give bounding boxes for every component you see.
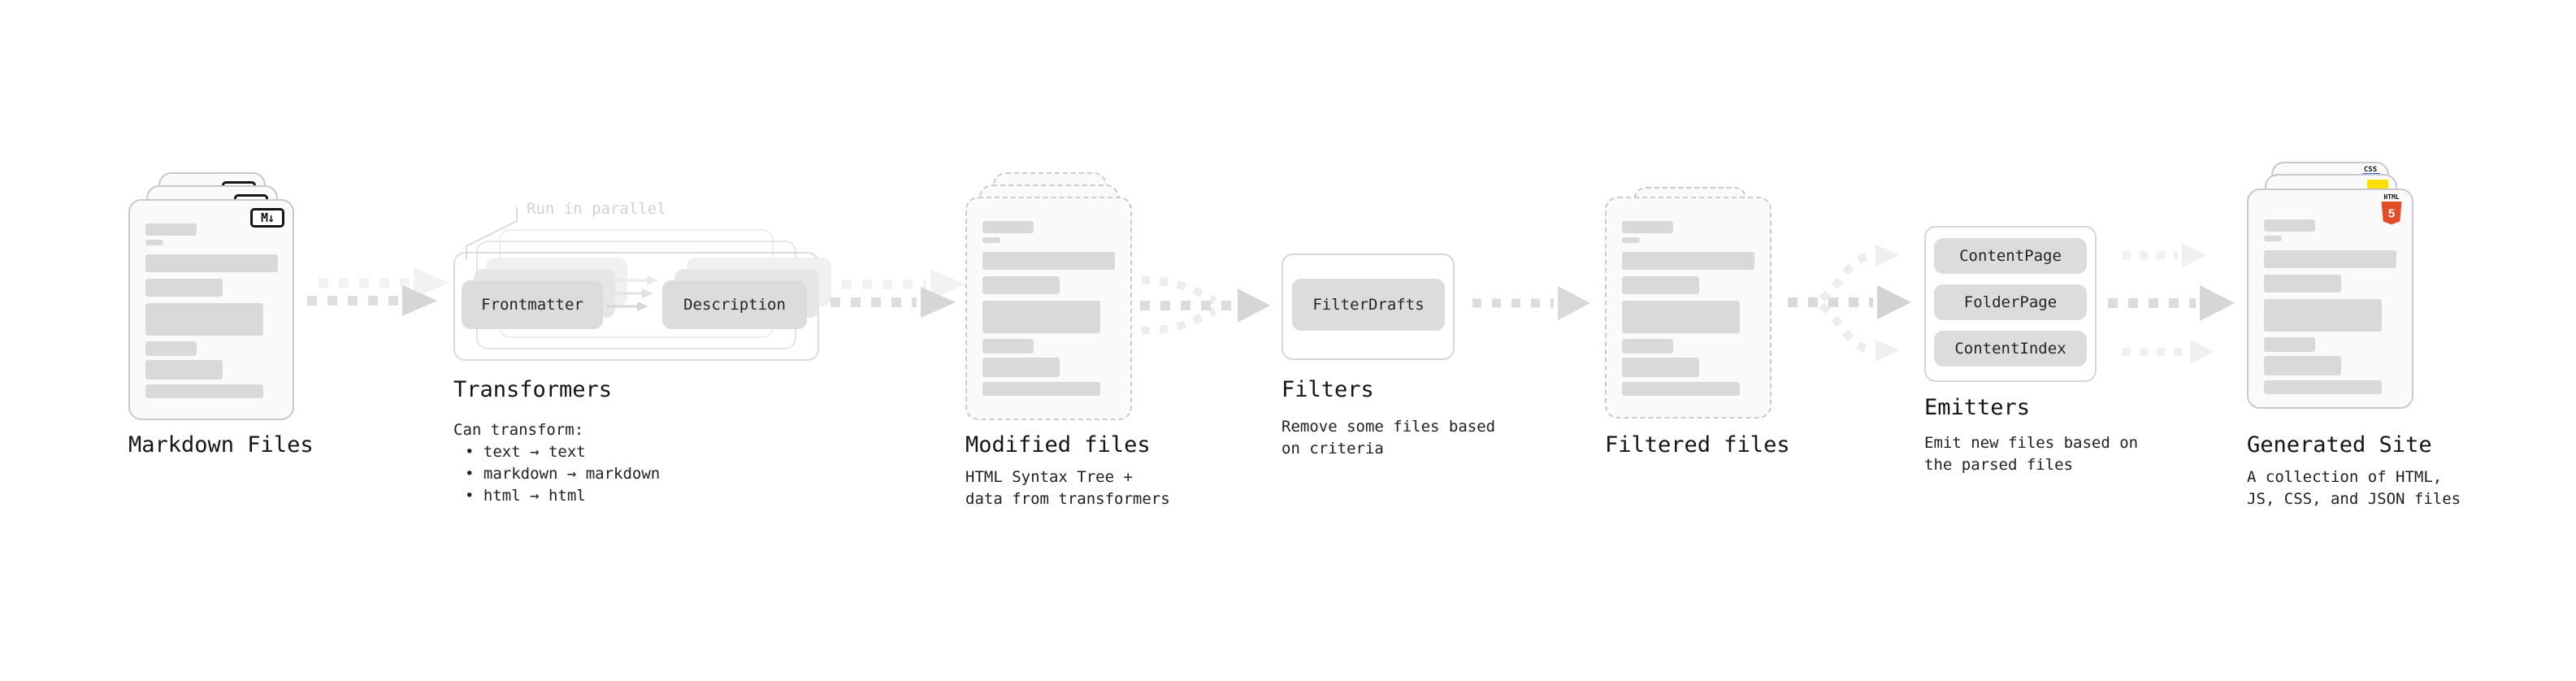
arrow-emitters-to-generated: [2108, 243, 2235, 364]
placeholder-bar: [145, 303, 263, 336]
transformers-desc-title: Can transform:: [453, 421, 584, 439]
desc-line: on criteria: [1281, 440, 1384, 458]
generated-site-desc: A collection of HTML, JS, CSS, and JSON …: [2247, 466, 2461, 510]
desc-line: Emit new files based on: [1924, 434, 2139, 452]
placeholder-bar: [982, 382, 1100, 396]
placeholder-bar: [145, 223, 197, 236]
doc-content-placeholder: [982, 221, 1115, 396]
desc-line: data from transformers: [965, 490, 1170, 508]
placeholder-bar: [2264, 356, 2341, 375]
desc-line: A collection of HTML,: [2247, 468, 2443, 486]
desc-line: Remove some files based: [1281, 418, 1496, 436]
placeholder-bar: [982, 301, 1100, 333]
generated-site-label: Generated Site: [2247, 432, 2432, 458]
arrow-filtered-to-emitters-fan-out: [1788, 245, 1911, 362]
emitters-label: Emitters: [1924, 395, 2031, 420]
modified-files-desc: HTML Syntax Tree + data from transformer…: [965, 466, 1170, 510]
desc-line: the parsed files: [1924, 456, 2074, 474]
filtered-doc-front: [1605, 197, 1772, 419]
html5-icon-text: HTML: [2383, 193, 2400, 201]
filters-label: Filters: [1281, 377, 1374, 402]
placeholder-bar: [982, 358, 1060, 377]
placeholder-bar: [1622, 382, 1740, 396]
description-chip: Description: [662, 280, 807, 329]
contentindex-chip: ContentIndex: [1934, 331, 2087, 367]
placeholder-bar: [2264, 337, 2315, 352]
placeholder-bar: [145, 360, 223, 380]
transformers-label: Transformers: [453, 377, 613, 402]
doc-content-placeholder: [1622, 221, 1754, 396]
html5-icon: HTML 5: [2380, 193, 2403, 226]
placeholder-bar: [145, 384, 263, 398]
run-in-parallel-annotation: Run in parallel: [527, 200, 666, 218]
placeholder-bar: [2264, 275, 2341, 293]
html5-shield: 5: [2381, 202, 2402, 225]
css-badge: CSS: [2363, 166, 2378, 174]
placeholder-bar: [1622, 358, 1699, 377]
desc-line: HTML Syntax Tree +: [965, 468, 1133, 486]
transformers-bullet: • text → text: [465, 443, 586, 461]
markdown-doc-front: M↓: [128, 199, 294, 420]
html5-number: 5: [2388, 207, 2395, 221]
js-badge: [2367, 180, 2388, 190]
folderpage-chip: FolderPage: [1934, 284, 2087, 320]
arrow-filters-to-filtered: [1472, 286, 1590, 320]
arrow-modified-to-filters-fan-in: [1140, 276, 1270, 335]
transformers-bullet: • html → html: [465, 487, 586, 505]
doc-content-placeholder: [145, 223, 278, 398]
placeholder-bar: [145, 279, 223, 297]
placeholder-bar: [2264, 219, 2315, 232]
filters-desc: Remove some files based on criteria: [1281, 416, 1495, 460]
placeholder-bar: [982, 252, 1115, 270]
desc-line: JS, CSS, and JSON files: [2247, 490, 2461, 508]
placeholder-bar: [1622, 339, 1673, 354]
placeholder-bar: [145, 341, 197, 356]
frontmatter-chip: Frontmatter: [462, 280, 603, 329]
modified-doc-front: [965, 197, 1132, 420]
placeholder-bar: [1622, 301, 1740, 333]
arrow-markdown-to-transformers: [307, 267, 449, 316]
placeholder-bar: [982, 339, 1034, 354]
filterdrafts-chip: FilterDrafts: [1292, 279, 1445, 331]
placeholder-bar: [145, 240, 163, 245]
placeholder-bar: [982, 237, 1000, 243]
contentpage-chip: ContentPage: [1934, 238, 2087, 274]
generated-doc-front-html: HTML 5: [2247, 189, 2413, 409]
transformers-bullet: • markdown → markdown: [465, 465, 661, 483]
markdown-files-label: Markdown Files: [128, 432, 314, 458]
placeholder-bar: [1622, 252, 1754, 270]
modified-files-label: Modified files: [965, 432, 1151, 458]
placeholder-bar: [145, 254, 278, 272]
markdown-badge: M↓: [250, 208, 284, 228]
emitters-desc: Emit new files based on the parsed files: [1924, 432, 2138, 476]
placeholder-bar: [2264, 380, 2382, 394]
placeholder-bar: [1622, 221, 1673, 233]
doc-content-placeholder: [2264, 219, 2396, 394]
placeholder-bar: [2264, 250, 2396, 268]
placeholder-bar: [1622, 237, 1640, 243]
placeholder-bar: [2264, 236, 2282, 241]
arrow-transformers-to-modified: [830, 269, 965, 318]
placeholder-bar: [982, 276, 1060, 294]
placeholder-bar: [982, 221, 1034, 233]
filtered-files-label: Filtered files: [1605, 432, 1790, 458]
placeholder-bar: [2264, 299, 2382, 332]
placeholder-bar: [1622, 276, 1699, 294]
